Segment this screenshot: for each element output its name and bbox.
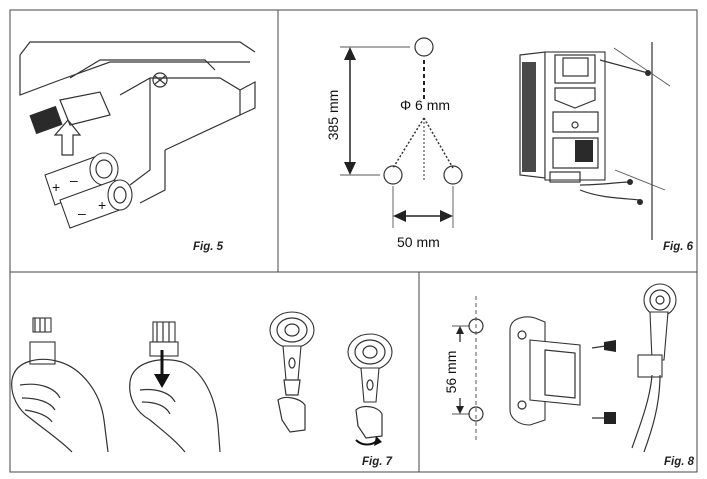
fig7-hose-connection	[11, 311, 393, 453]
fig7-caption: Fig. 7	[362, 456, 393, 468]
fig8-spacing-label: 56 mm	[443, 351, 459, 394]
fig6-hole-diameter-label: Φ 6 mm	[400, 97, 450, 113]
fig8-holder-installation	[452, 283, 677, 453]
battery-plus-2: +	[98, 197, 106, 213]
fig5-caption: Fig. 5	[193, 241, 224, 253]
battery-plus-1: +	[52, 179, 60, 195]
battery-minus-2: –	[78, 205, 86, 221]
fig6-width-label: 50 mm	[397, 234, 440, 250]
fig5-battery-illustration	[19, 41, 256, 229]
fig6-heater-unit	[519, 42, 671, 240]
fig6-caption: Fig. 6	[663, 241, 694, 253]
fig8-caption: Fig. 8	[664, 456, 695, 468]
fig6-drilling-template	[340, 37, 463, 228]
fig6-height-label: 385 mm	[325, 90, 341, 141]
panel-frame	[9, 9, 698, 473]
battery-minus-1: –	[70, 172, 78, 188]
